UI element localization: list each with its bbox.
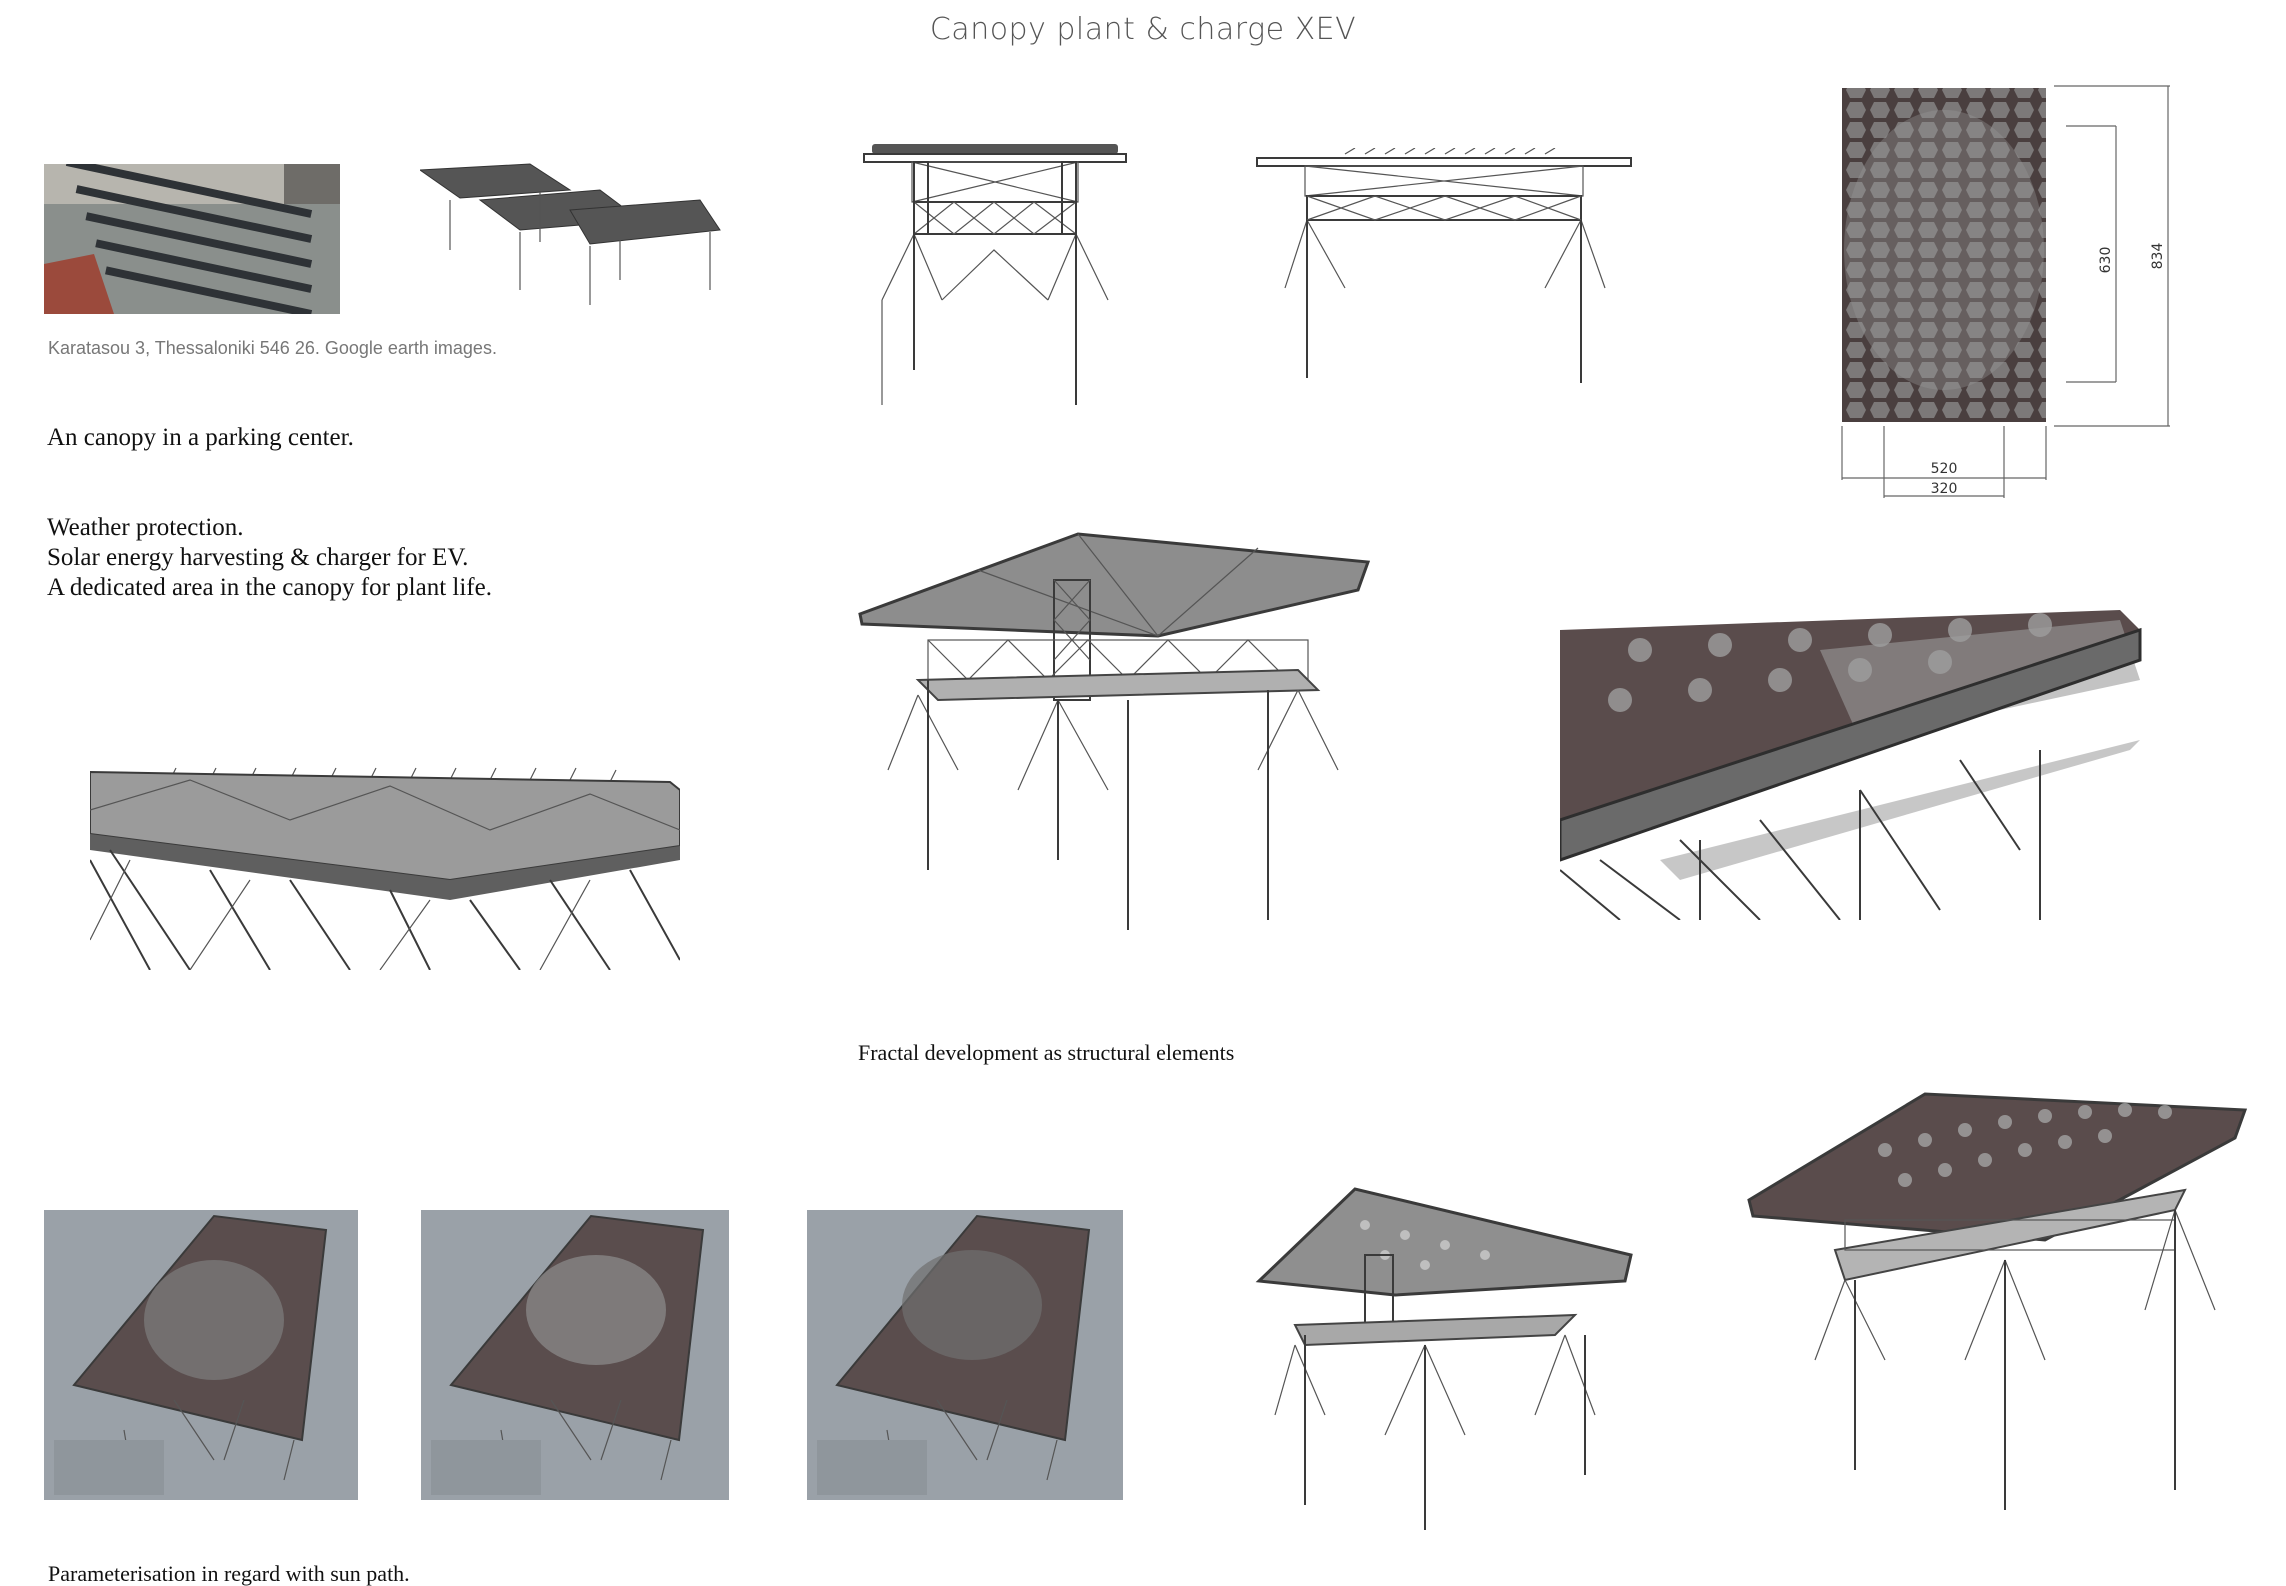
feature-item: Weather protection.: [47, 514, 244, 541]
sun-path-viewport-2: [421, 1210, 729, 1500]
canopy-perspective-render: [858, 532, 1371, 930]
canopy-row-render: [420, 163, 721, 305]
feature-list: Weather protection. Solar energy harvest…: [47, 513, 492, 603]
intro-text: An canopy in a parking center.: [47, 424, 354, 451]
fractal-caption: Fractal development as structural elemen…: [858, 1040, 1235, 1065]
dim-inner-height: 630: [2098, 247, 2114, 274]
page-title: Canopy plant & charge XEV: [929, 12, 1357, 47]
parameterisation-caption: Parameterisation in regard with sun path…: [48, 1561, 410, 1586]
sun-path-viewport-1: [44, 1210, 358, 1500]
hex-panel-drawing: 630 834 520 320: [1841, 85, 2170, 498]
canopy-closeup-render-right: [1560, 590, 2144, 920]
feature-item: Solar energy harvesting & charger for EV…: [47, 544, 469, 571]
elevation-drawing-front: [863, 144, 1127, 405]
feature-item: A dedicated area in the canopy for plant…: [47, 574, 492, 601]
dim-outer-width: 520: [1931, 461, 1958, 477]
site-caption: Karatasou 3, Thessaloniki 546 26. Google…: [48, 338, 497, 358]
dim-inner-width: 320: [1931, 481, 1958, 497]
canopy-perspective-render-bottom-2: [1747, 1092, 2248, 1510]
elevation-drawing-side: [1256, 148, 1632, 383]
dim-outer-height: 834: [2150, 243, 2166, 270]
sun-path-viewport-3: [807, 1210, 1123, 1500]
canopy-perspective-render-bottom-1: [1255, 1187, 1633, 1530]
site-aerial-photo: [44, 164, 340, 314]
canopy-closeup-render-left: [90, 767, 680, 970]
